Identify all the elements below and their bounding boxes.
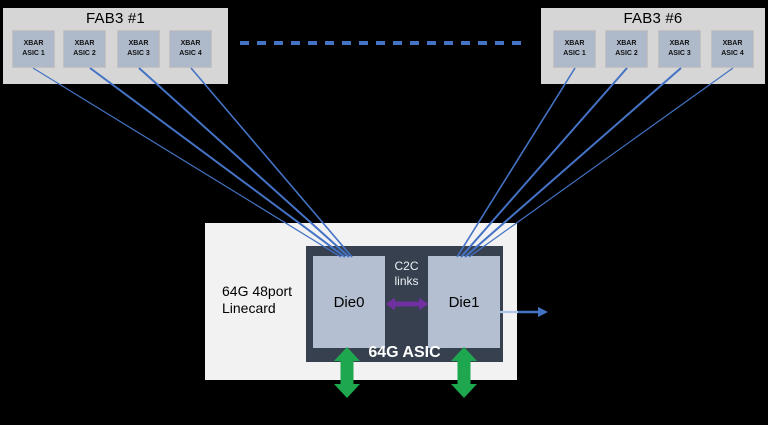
fab3-1-xbar-asic-1: XBAR ASIC 1 [12,30,55,68]
xbar-label: XBAR [180,40,201,47]
xbar-label: XBAR [23,40,44,47]
xbar-label: XBAR [128,40,149,47]
xbar-label: XBAR [669,40,690,47]
die1-box: Die1 [428,256,500,348]
fab3-6-xbar-asic-1: XBAR ASIC 1 [553,30,596,68]
xbar-label: XBAR [564,40,585,47]
asic-number-label: ASIC 3 [668,50,691,57]
fab3-6-title: FAB3 #6 [623,10,683,27]
fab3-6-panel: FAB3 #6 XBAR ASIC 1 XBAR ASIC 2 XBAR ASI… [541,8,765,84]
asic-number-label: ASIC 2 [615,50,638,57]
fab3-6-xbar-asic-3: XBAR ASIC 3 [658,30,701,68]
fab3-1-title: FAB3 #1 [86,10,145,27]
asic-number-label: ASIC 4 [179,50,202,57]
fab3-1-xbar-asic-2: XBAR ASIC 2 [63,30,106,68]
c2c-label-line1: C2C [394,259,419,273]
asic-number-label: ASIC 1 [563,50,586,57]
asic-number-label: ASIC 4 [721,50,744,57]
asic-number-label: ASIC 1 [22,50,45,57]
fab3-1-xbar-asic-3: XBAR ASIC 3 [117,30,160,68]
fab3-1-xbar-asic-4: XBAR ASIC 4 [169,30,212,68]
linecard-label: 64G 48port Linecard [222,283,292,317]
asic-number-label: ASIC 2 [73,50,96,57]
asic-64g-label: 64G ASIC [368,344,441,361]
fab3-1-panel: FAB3 #1 XBAR ASIC 1 XBAR ASIC 2 XBAR ASI… [3,8,228,84]
c2c-links-label: C2C links [385,259,428,289]
xbar-label: XBAR [616,40,637,47]
linecard-panel: 64G 48port Linecard Die0 C2C links Die1 … [205,223,517,380]
c2c-label-line2: links [394,274,419,288]
fab3-6-xbar-asic-4: XBAR ASIC 4 [711,30,754,68]
asic-number-label: ASIC 3 [127,50,150,57]
xbar-label: XBAR [722,40,743,47]
die0-box: Die0 [313,256,385,348]
asic-64g-box: Die0 C2C links Die1 64G ASIC [306,246,503,362]
linecard-label-line1: 64G 48port [222,283,293,299]
fab3-6-xbar-asic-2: XBAR ASIC 2 [605,30,648,68]
linecard-label-line2: Linecard [222,300,276,316]
xbar-label: XBAR [74,40,95,47]
